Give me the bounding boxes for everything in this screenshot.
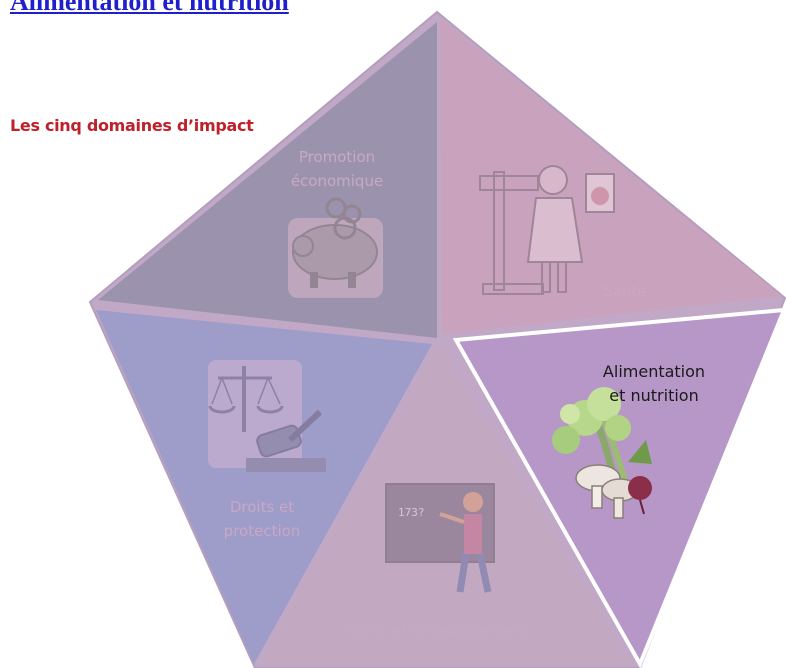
- domain-soins-label: Soins et développement: [347, 622, 530, 640]
- domain-droits-line1: Droits et: [230, 498, 294, 516]
- domain-promotion[interactable]: Promotion économique: [98, 22, 437, 338]
- domain-promotion-line1: Promotion: [299, 148, 375, 166]
- diagram-subtitle: Les cinq domaines d’impact: [10, 116, 254, 135]
- domain-sante[interactable]: Santé: [440, 18, 782, 334]
- doctor-scale-icon: [479, 165, 615, 295]
- justice-scales-icon: [208, 360, 326, 472]
- teacher-blackboard-icon: 173?: [385, 483, 495, 593]
- piggy-bank-icon: [288, 197, 383, 298]
- blackboard-text: 173?: [398, 506, 425, 519]
- domain-droits-line2: protection: [224, 522, 301, 540]
- domain-alimentation-line1: Alimentation: [603, 362, 705, 381]
- page-title: Alimentation et nutrition: [10, 0, 289, 16]
- domain-alimentation-line2: et nutrition: [609, 386, 698, 405]
- vegetables-icon: [552, 387, 652, 519]
- domain-soins[interactable]: 173? Soins et développement: [258, 344, 632, 664]
- domain-alimentation[interactable]: Alimentation et nutrition: [452, 307, 786, 668]
- domain-sante-label: Santé: [603, 282, 646, 300]
- domain-promotion-line2: économique: [291, 172, 383, 190]
- domain-droits[interactable]: Droits et protection: [96, 310, 432, 664]
